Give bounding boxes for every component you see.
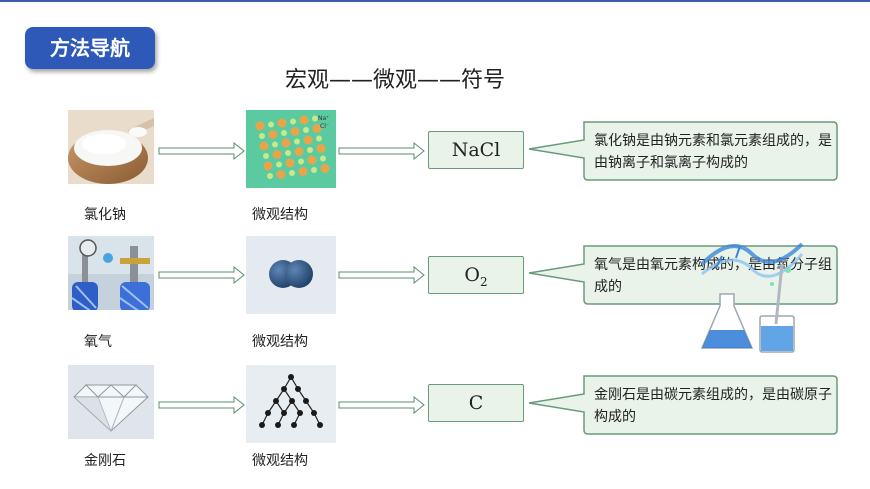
- lattice-ion: [299, 115, 309, 125]
- macro-to-micro-arrow: [158, 265, 246, 288]
- callout-nacl: [527, 120, 839, 182]
- lattice-ion: [320, 155, 326, 162]
- lab-glassware-illustration: [692, 224, 812, 356]
- oxygen-cylinder-photo: [68, 236, 154, 310]
- lattice-ion: [294, 147, 304, 156]
- lattice-ion: [307, 155, 317, 165]
- page-title: 宏观——微观——符号: [285, 68, 506, 93]
- lattice-ion: [268, 130, 278, 139]
- top-accent-line: [0, 0, 870, 2]
- lattice-ion: [320, 164, 330, 173]
- lattice-ion: [303, 135, 313, 145]
- lattice-ion: [281, 138, 291, 148]
- lattice-ion: [268, 121, 274, 128]
- lattice-ion: [263, 153, 269, 159]
- micro-to-symbol-arrow: [338, 395, 426, 418]
- lattice-ion: [316, 135, 322, 142]
- lattice-ion: [267, 173, 273, 179]
- lattice-ion: [255, 121, 265, 131]
- micro-label-o2: 微观结构: [252, 334, 308, 350]
- micro-to-symbol-arrow: [338, 141, 426, 164]
- lattice-ion: [298, 167, 308, 176]
- lattice-ion: [312, 124, 322, 133]
- lattice-ion: [263, 161, 273, 171]
- label-c: 金刚石: [84, 453, 126, 469]
- oxygen-molecule-model: [246, 236, 336, 314]
- lattice-ion: [289, 170, 295, 176]
- label-nacl: 氯化钠: [84, 207, 126, 223]
- diamond-lattice-model: [246, 365, 336, 443]
- lattice-ion: [285, 150, 291, 156]
- diamond-photo: [68, 365, 154, 439]
- formula-o2: O2: [428, 256, 524, 294]
- desc-nacl: 氯化钠是由钠元素和氯元素组成的，是由钠离子和氯离子构成的: [594, 133, 832, 171]
- label-o2: 氧气: [84, 334, 112, 350]
- lattice-ion: [307, 147, 313, 153]
- lattice-ion: [298, 158, 304, 165]
- lattice-ion: [276, 161, 282, 168]
- lattice-ion: [281, 130, 287, 136]
- lattice-ion: [294, 138, 300, 145]
- lattice-ion: [303, 127, 309, 133]
- lattice-ion: [272, 141, 278, 148]
- micro-label-c: 微观结构: [252, 453, 308, 469]
- legend-cl: Cl⁻: [320, 123, 329, 130]
- lattice-ion: [312, 115, 318, 122]
- lattice-ion: [316, 144, 326, 153]
- lattice-ion: [259, 133, 265, 139]
- macro-to-micro-arrow: [158, 395, 246, 418]
- desc-c: 金刚石是由碳元素组成的，是由碳原子构成的: [594, 387, 832, 425]
- salt-photo: [68, 110, 154, 184]
- lattice-ion: [259, 141, 269, 151]
- micro-label-nacl: 微观结构: [252, 207, 308, 223]
- formula-nacl: NaCl: [428, 131, 524, 169]
- lattice-ion: [311, 167, 317, 173]
- micro-to-symbol-arrow: [338, 265, 426, 288]
- macro-to-micro-arrow: [158, 141, 246, 164]
- lattice-ion: [285, 158, 295, 168]
- nacl-crystal-model: Na⁺ Cl⁻: [246, 110, 336, 188]
- formula-c: C: [428, 384, 524, 422]
- legend-na: Na⁺: [318, 115, 329, 122]
- lattice-ion: [276, 170, 286, 179]
- callout-c: [527, 374, 839, 436]
- lattice-ion: [277, 118, 287, 128]
- lattice-ion: [290, 118, 296, 125]
- method-nav-badge: 方法导航: [25, 27, 155, 69]
- lattice-ion: [272, 150, 282, 159]
- lattice-ion: [290, 127, 300, 136]
